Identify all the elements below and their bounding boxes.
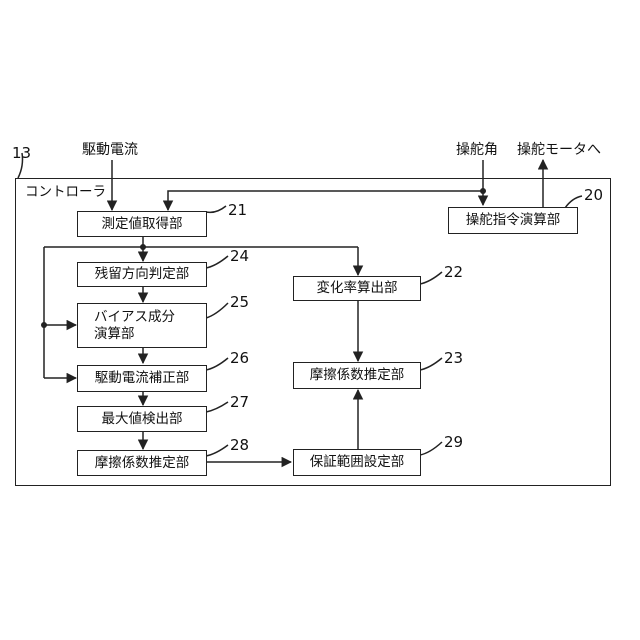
block-friction-estimation-28: 摩擦係数推定部 bbox=[77, 450, 207, 476]
block-measurement-acquisition: 測定値取得部 bbox=[77, 211, 207, 237]
block-26-label: 駆動電流補正部 bbox=[95, 370, 190, 387]
block-20-ref: 20 bbox=[584, 186, 603, 204]
block-23-ref: 23 bbox=[444, 349, 463, 367]
controller-label: コントローラ bbox=[25, 180, 106, 200]
block-25-line2: 演算部 bbox=[94, 326, 135, 343]
block-change-rate: 変化率算出部 bbox=[293, 276, 421, 301]
block-25-ref: 25 bbox=[230, 293, 249, 311]
block-29-ref: 29 bbox=[444, 433, 463, 451]
block-bias-component: バイアス成分 演算部 bbox=[77, 303, 207, 348]
block-24-ref: 24 bbox=[230, 247, 249, 265]
block-residual-direction: 残留方向判定部 bbox=[77, 262, 207, 287]
block-27-ref: 27 bbox=[230, 393, 249, 411]
controller-ref: 13 bbox=[12, 144, 31, 162]
block-26-ref: 26 bbox=[230, 349, 249, 367]
block-friction-estimation-23: 摩擦係数推定部 bbox=[293, 362, 421, 389]
block-24-label: 残留方向判定部 bbox=[95, 266, 190, 283]
block-25-line1: バイアス成分 bbox=[94, 309, 175, 326]
block-21-ref: 21 bbox=[228, 201, 247, 219]
steering-angle-label: 操舵角 bbox=[456, 139, 498, 159]
block-29-label: 保証範囲設定部 bbox=[310, 454, 405, 471]
block-23-label: 摩擦係数推定部 bbox=[310, 367, 405, 384]
block-steering-command: 操舵指令演算部 bbox=[448, 207, 578, 234]
block-27-label: 最大値検出部 bbox=[102, 411, 183, 428]
block-max-value-detection: 最大値検出部 bbox=[77, 406, 207, 432]
block-28-label: 摩擦係数推定部 bbox=[95, 455, 190, 472]
block-28-ref: 28 bbox=[230, 436, 249, 454]
to-motor-label: 操舵モータへ bbox=[517, 139, 601, 159]
block-22-ref: 22 bbox=[444, 263, 463, 281]
block-guarantee-range: 保証範囲設定部 bbox=[293, 449, 421, 476]
drive-current-label: 駆動電流 bbox=[82, 139, 138, 159]
block-20-label: 操舵指令演算部 bbox=[466, 212, 561, 229]
block-drive-current-correction: 駆動電流補正部 bbox=[77, 365, 207, 392]
block-21-label: 測定値取得部 bbox=[102, 216, 183, 233]
block-22-label: 変化率算出部 bbox=[317, 280, 398, 297]
